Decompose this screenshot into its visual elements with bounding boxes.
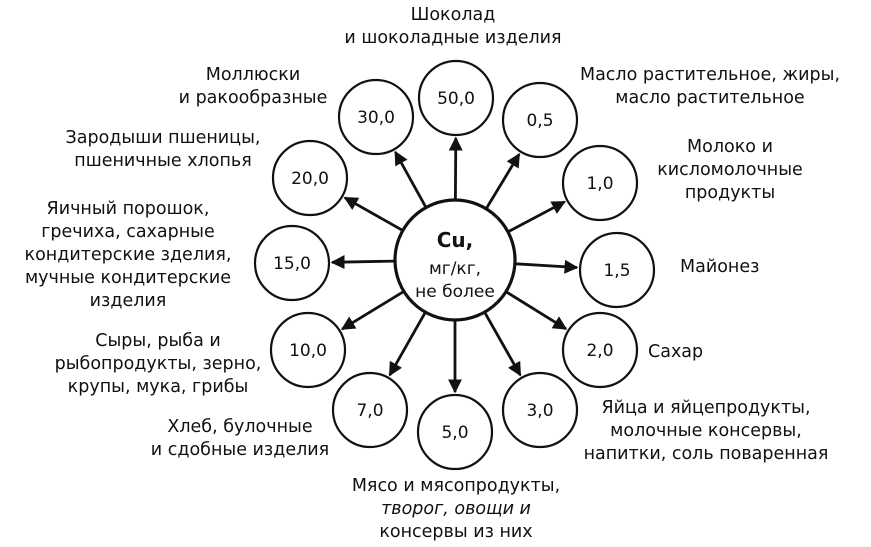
node-wheat-germ: 20,0 xyxy=(271,139,349,217)
label-line-shellfish-0: Моллюски xyxy=(206,65,300,85)
label-line-cheese-fish-1: рыбопродукты, зерно, xyxy=(55,354,262,374)
label-line-eggs-1: молочные консервы, xyxy=(610,421,802,441)
label-line-bread-1: и сдобные изделия xyxy=(151,440,329,460)
label-meat: Мясо и мясопродукты, творог, овощи и консе… xyxy=(352,476,560,542)
node-value-vegetable-oil: 0,5 xyxy=(526,111,553,131)
node-value-meat: 5,0 xyxy=(441,423,468,443)
label-line-bread-0: Хлеб, булочные xyxy=(167,417,312,437)
node-circle-mayonnaise xyxy=(578,231,656,309)
node-vegetable-oil: 0,5 xyxy=(501,81,579,159)
node-value-wheat-germ: 20,0 xyxy=(291,169,329,189)
label-line-egg-powder-1: гречиха, сахарные xyxy=(41,222,215,242)
node-circle-meat xyxy=(416,393,494,471)
center-title: Cu, xyxy=(437,228,474,252)
arrow-dairy xyxy=(508,200,566,233)
node-eggs: 3,0 xyxy=(501,371,579,449)
label-line-meat-2: консервы из них xyxy=(379,522,532,542)
label-line-shellfish-1: и ракообразные xyxy=(179,88,328,108)
label-mayonnaise: Майонез xyxy=(680,257,759,277)
arrow-sugar xyxy=(506,291,568,331)
label-line-wheat-germ-0: Зародыши пшеницы, xyxy=(66,128,261,148)
node-value-dairy: 1,0 xyxy=(586,174,613,194)
center-unit: мг/кг, xyxy=(429,259,481,279)
node-value-sugar: 2,0 xyxy=(586,341,613,361)
label-shellfish: Моллюски и ракообразные xyxy=(179,65,328,108)
node-circle-shellfish xyxy=(337,78,415,156)
node-circle-dairy xyxy=(561,144,639,222)
node-value-cheese-fish: 10,0 xyxy=(289,341,327,361)
label-line-cheese-fish-2: крупы, мука, грибы xyxy=(68,377,249,397)
node-circle-vegetable-oil xyxy=(501,81,579,159)
node-circle-cheese-fish xyxy=(269,311,347,389)
label-line-egg-powder-2: кондитерские зделия, xyxy=(25,245,232,265)
label-line-chocolate-0: Шоколад xyxy=(411,5,496,25)
label-cheese-fish: Сыры, рыба и рыбопродукты, зерно, крупы, м… xyxy=(55,331,262,397)
node-circle-chocolate xyxy=(417,59,495,137)
center-circle xyxy=(393,198,517,322)
node-dairy: 1,0 xyxy=(561,144,639,222)
label-line-meat-1: творог, овощи и xyxy=(381,499,531,519)
node-value-shellfish: 30,0 xyxy=(357,108,395,128)
arrow-vegetable-oil xyxy=(485,153,521,209)
label-line-egg-powder-4: изделия xyxy=(90,291,167,311)
arrow-wheat-germ xyxy=(343,196,403,232)
label-egg-powder: Яичный порошок, гречиха, сахарные кондитер… xyxy=(25,199,232,311)
label-line-egg-powder-0: Яичный порошок, xyxy=(47,199,210,219)
spokes-group xyxy=(330,136,579,394)
arrow-shellfish xyxy=(394,150,427,208)
node-circle-wheat-germ xyxy=(271,139,349,217)
label-line-eggs-2: напитки, соль поваренная xyxy=(584,444,829,464)
label-dairy: Молоко и кисломолочные продукты xyxy=(657,137,803,203)
node-circle-eggs xyxy=(501,371,579,449)
arrow-mayonnaise xyxy=(515,259,579,274)
label-line-eggs-0: Яйца и яйцепродукты, xyxy=(601,398,810,418)
node-value-bread: 7,0 xyxy=(356,401,383,421)
arrow-bread xyxy=(388,312,427,377)
node-meat: 5,0 xyxy=(416,393,494,471)
node-circle-bread xyxy=(331,371,409,449)
label-line-chocolate-1: и шоколадные изделия xyxy=(344,28,561,48)
node-sugar: 2,0 xyxy=(561,311,639,389)
label-line-egg-powder-3: мучные кондитерские xyxy=(25,268,231,288)
node-value-eggs: 3,0 xyxy=(526,401,553,421)
node-egg-powder: 15,0 xyxy=(253,224,331,302)
node-mayonnaise: 1,5 xyxy=(578,231,656,309)
label-sugar: Сахар xyxy=(648,342,703,362)
node-bread: 7,0 xyxy=(331,371,409,449)
label-chocolate: Шоколад и шоколадные изделия xyxy=(344,5,561,48)
label-line-dairy-2: продукты xyxy=(685,183,775,203)
label-eggs: Яйца и яйцепродукты, молочные консервы, на… xyxy=(584,398,829,464)
node-circle-egg-powder xyxy=(253,224,331,302)
label-line-mayonnaise-0: Майонез xyxy=(680,257,759,277)
center-hub: Cu, мг/кг, не более xyxy=(393,198,517,322)
label-line-sugar-0: Сахар xyxy=(648,342,703,362)
node-shellfish: 30,0 xyxy=(337,78,415,156)
node-value-chocolate: 50,0 xyxy=(437,89,475,109)
nodes-group: 50,0 0,5 1,0 1,5 2,0 3,0 5,0 7,0 10,0 15,0 20,0 30,… xyxy=(253,59,656,471)
label-bread: Хлеб, булочные и сдобные изделия xyxy=(151,417,329,460)
center-limit: не более xyxy=(415,282,495,302)
label-line-vegetable-oil-1: масло растительное xyxy=(615,88,804,108)
node-value-egg-powder: 15,0 xyxy=(273,254,311,274)
arrow-cheese-fish xyxy=(340,290,404,331)
node-circle-sugar xyxy=(561,311,639,389)
arrow-egg-powder xyxy=(330,255,395,270)
label-line-wheat-germ-1: пшеничные хлопья xyxy=(74,151,252,171)
label-line-meat-0: Мясо и мясопродукты, xyxy=(352,476,560,496)
arrow-eggs xyxy=(483,312,522,377)
node-value-mayonnaise: 1,5 xyxy=(603,261,630,281)
label-line-dairy-0: Молоко и xyxy=(687,137,773,157)
label-vegetable-oil: Масло растительное, жиры, масло раститель… xyxy=(580,65,840,108)
node-chocolate: 50,0 xyxy=(417,59,495,137)
node-cheese-fish: 10,0 xyxy=(269,311,347,389)
label-line-dairy-1: кисломолочные xyxy=(657,160,803,180)
label-line-cheese-fish-0: Сыры, рыба и xyxy=(95,331,220,351)
label-line-vegetable-oil-0: Масло растительное, жиры, xyxy=(580,65,840,85)
label-wheat-germ: Зародыши пшеницы, пшеничные хлопья xyxy=(66,128,261,171)
